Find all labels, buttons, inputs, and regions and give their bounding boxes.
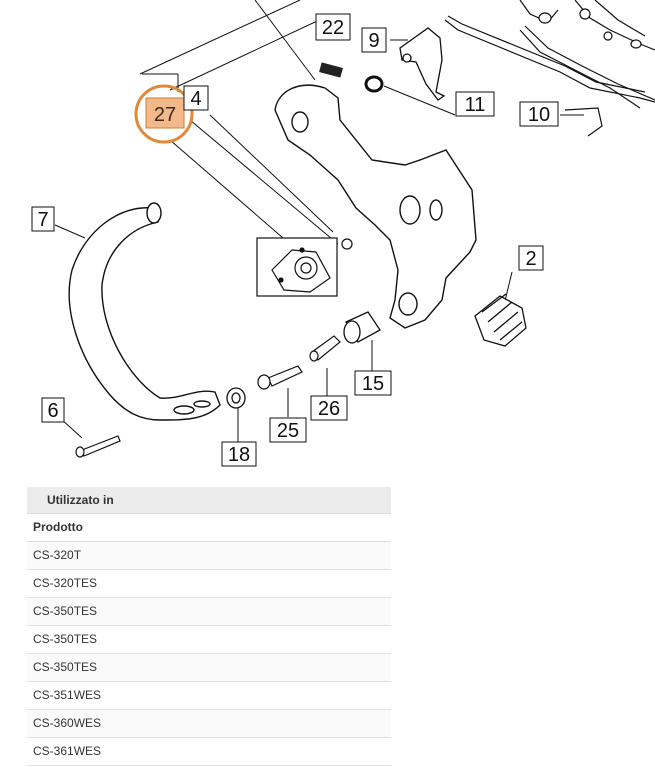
product-row[interactable]: CS-360WES — [27, 710, 391, 738]
product-row[interactable]: CS-320T — [27, 542, 391, 570]
callout-label: 22 — [322, 17, 344, 39]
callout-label: 4 — [190, 88, 201, 110]
product-row[interactable]: CS-350TES — [27, 598, 391, 626]
callout-label: 2 — [525, 248, 536, 270]
callout-label: 25 — [277, 420, 299, 442]
callout-27: 27 — [134, 84, 194, 144]
callout-22: 22 — [315, 13, 351, 41]
callout-6: 6 — [41, 397, 65, 423]
callout-label: 6 — [47, 400, 58, 422]
callout-label: 18 — [228, 444, 250, 466]
callout-10: 10 — [519, 101, 559, 127]
used-in-title: Utilizzato in — [27, 487, 391, 514]
product-row[interactable]: CS-351WES — [27, 682, 391, 710]
callout-11: 11 — [455, 91, 495, 117]
product-row[interactable]: CS-350TES — [27, 654, 391, 682]
used-in-table: Utilizzato in Prodotto CS-320T CS-320TES… — [27, 487, 391, 766]
product-list: CS-320T CS-320TES CS-350TES CS-350TES CS… — [27, 542, 391, 766]
callout-label: 10 — [528, 104, 550, 126]
callout-4: 4 — [183, 85, 209, 111]
product-row[interactable]: CS-350TES — [27, 626, 391, 654]
callout-25: 25 — [269, 417, 307, 443]
product-row[interactable]: CS-361WES — [27, 738, 391, 766]
callout-2: 2 — [518, 245, 544, 271]
callout-18: 18 — [221, 441, 257, 467]
callout-label: 11 — [465, 94, 486, 116]
callout-15: 15 — [354, 370, 392, 396]
callout-7: 7 — [31, 206, 55, 232]
callout-9: 9 — [361, 27, 387, 53]
parts-diagram: 22 9 11 10 27 4 7 2 15 26 25 6 — [31, 0, 655, 467]
product-column-header: Prodotto — [27, 514, 391, 542]
callout-label: 7 — [37, 209, 48, 231]
callout-label: 9 — [368, 30, 379, 52]
callout-label: 15 — [362, 373, 384, 395]
callout-label: 26 — [318, 398, 340, 420]
product-row[interactable]: CS-320TES — [27, 570, 391, 598]
callout-26: 26 — [310, 395, 348, 421]
callout-label: 27 — [154, 104, 176, 126]
